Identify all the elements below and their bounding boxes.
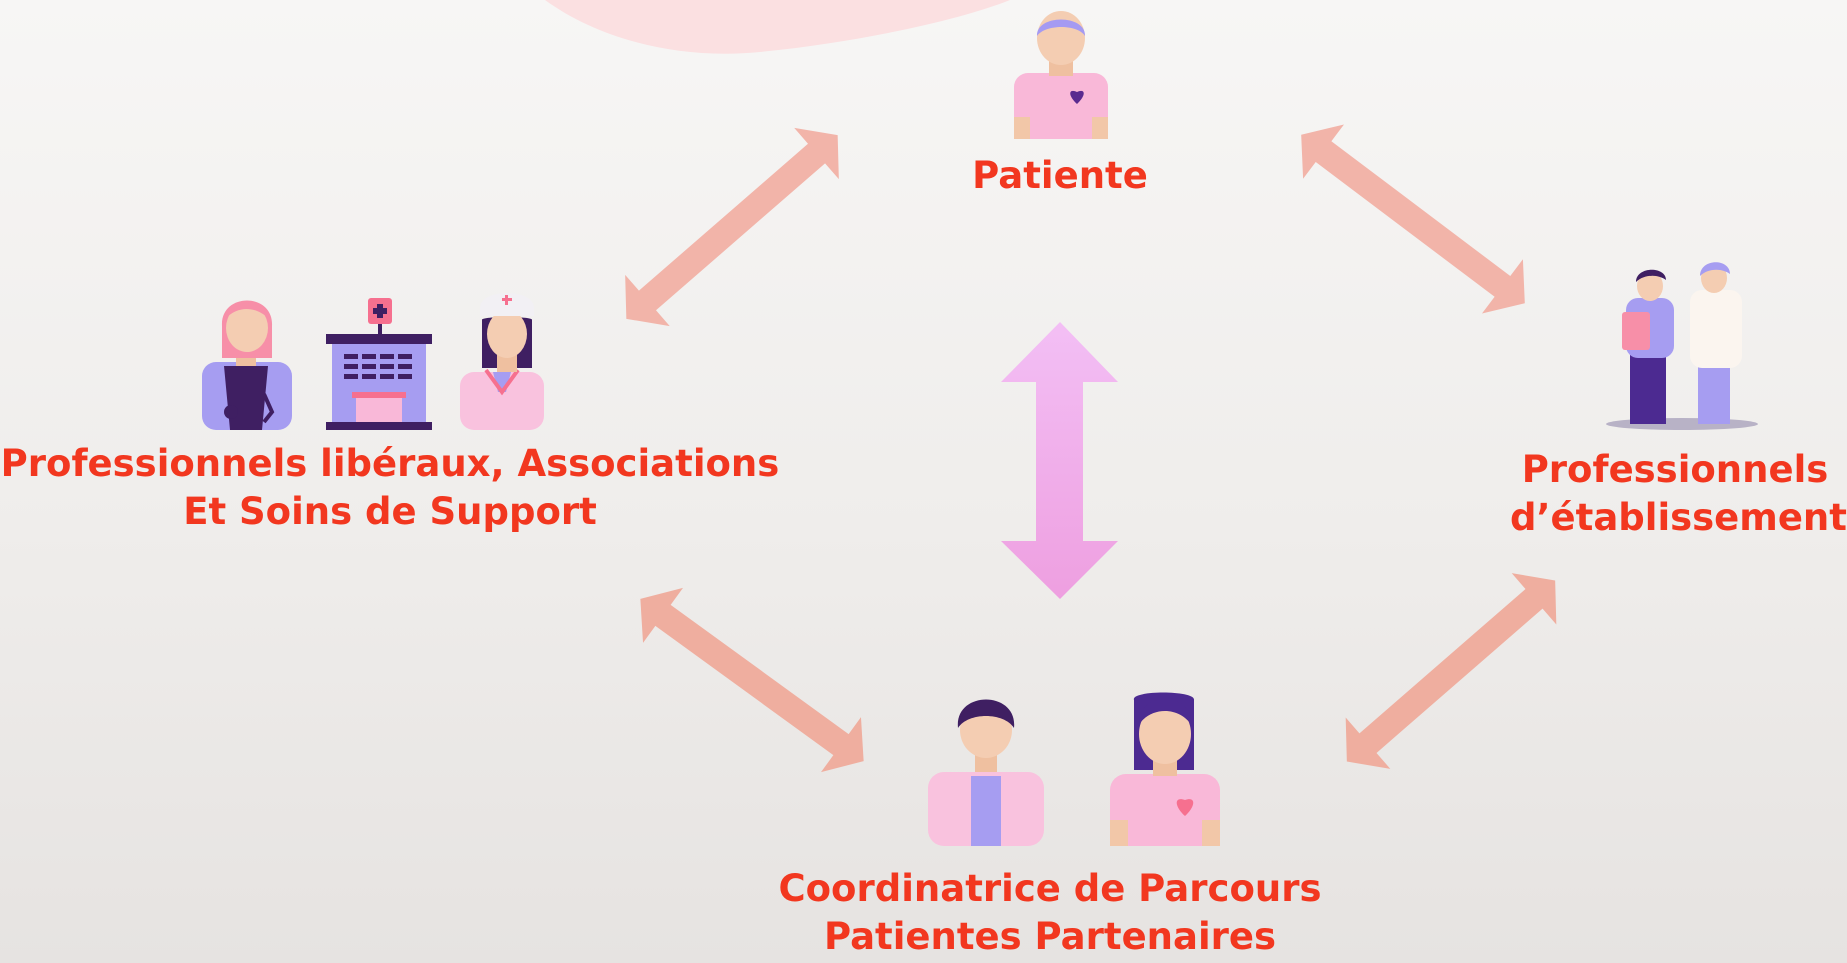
decorative-blob (545, 0, 1010, 54)
etablissement-label-line-1: Professionnels (1521, 448, 1829, 491)
liberal-label-line-1: Professionnels libéraux, Associations (0, 442, 780, 485)
coordination-label-line-2: Patientes Partenaires (823, 915, 1277, 959)
etablissement-label-line-2: d’établissement (1510, 496, 1847, 540)
partner-patient-icon (1110, 692, 1220, 846)
hospital-building-icon (326, 298, 432, 430)
arrow-liberal-coordination (640, 587, 864, 773)
etablissement-label: Professionnels d’établissement (1510, 446, 1847, 542)
arrow-etablissement-coordination (1345, 573, 1557, 769)
nurse-icon (460, 293, 544, 430)
coordination-label: Coordinatrice de Parcours Patientes Part… (700, 865, 1400, 961)
coordination-label-line-1: Coordinatrice de Parcours (778, 867, 1322, 910)
arrow-patient-liberal (625, 127, 839, 327)
liberal-label: Professionnels libéraux, Associations Et… (0, 440, 780, 536)
arrow-patient-etablissement (1301, 124, 1525, 314)
liberal-label-line-2: Et Soins de Support (183, 490, 597, 534)
female-doctor-icon (202, 300, 292, 430)
coordinator-icon (928, 699, 1044, 846)
doctors-team-icon (1606, 262, 1758, 430)
arrow-center-vertical (1001, 322, 1118, 599)
patient-label: Patiente (972, 154, 1148, 197)
patient-heart-icon (1014, 11, 1108, 139)
